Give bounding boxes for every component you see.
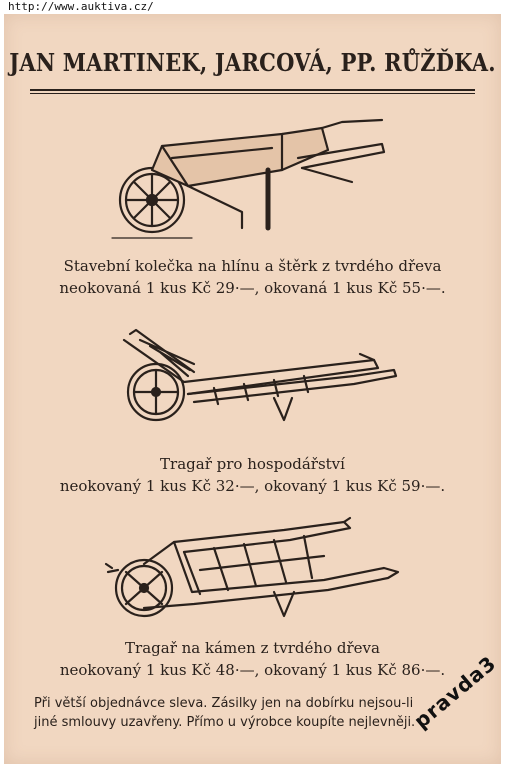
- stone-barrow-icon: [104, 512, 404, 632]
- product-2-description: Tragař pro hospodářství: [160, 455, 345, 473]
- footer-line-2: jiné smlouvy uzavřeny. Přímo u výrobce k…: [34, 715, 416, 730]
- wheelbarrow-icon: [92, 110, 392, 240]
- source-url: http://www.auktiva.cz/: [8, 0, 154, 13]
- advertisement-card: JAN MARTINEK, JARCOVÁ, PP. RŮŽĎKA.: [4, 14, 501, 764]
- product-3-description: Tragař na kámen z tvrdého dřeva: [125, 639, 380, 657]
- page-title: JAN MARTINEK, JARCOVÁ, PP. RŮŽĎKA.: [9, 48, 496, 77]
- footer-line-1: Při větší objednávce sleva. Zásilky jen …: [34, 696, 414, 711]
- product-3-prices: neokovaný 1 kus Kč 48·—, okovaný 1 kus K…: [59, 661, 446, 679]
- product-2-prices: neokovaný 1 kus Kč 32·—, okovaný 1 kus K…: [59, 477, 446, 495]
- farm-barrow-icon: [104, 314, 404, 444]
- title-rule-thin: [30, 93, 475, 94]
- title-rule: [30, 89, 475, 91]
- product-1-prices: neokovaná 1 kus Kč 29·—, okovaná 1 kus K…: [59, 279, 446, 297]
- product-1-description: Stavební kolečka na hlínu a štěrk z tvrd…: [63, 257, 442, 275]
